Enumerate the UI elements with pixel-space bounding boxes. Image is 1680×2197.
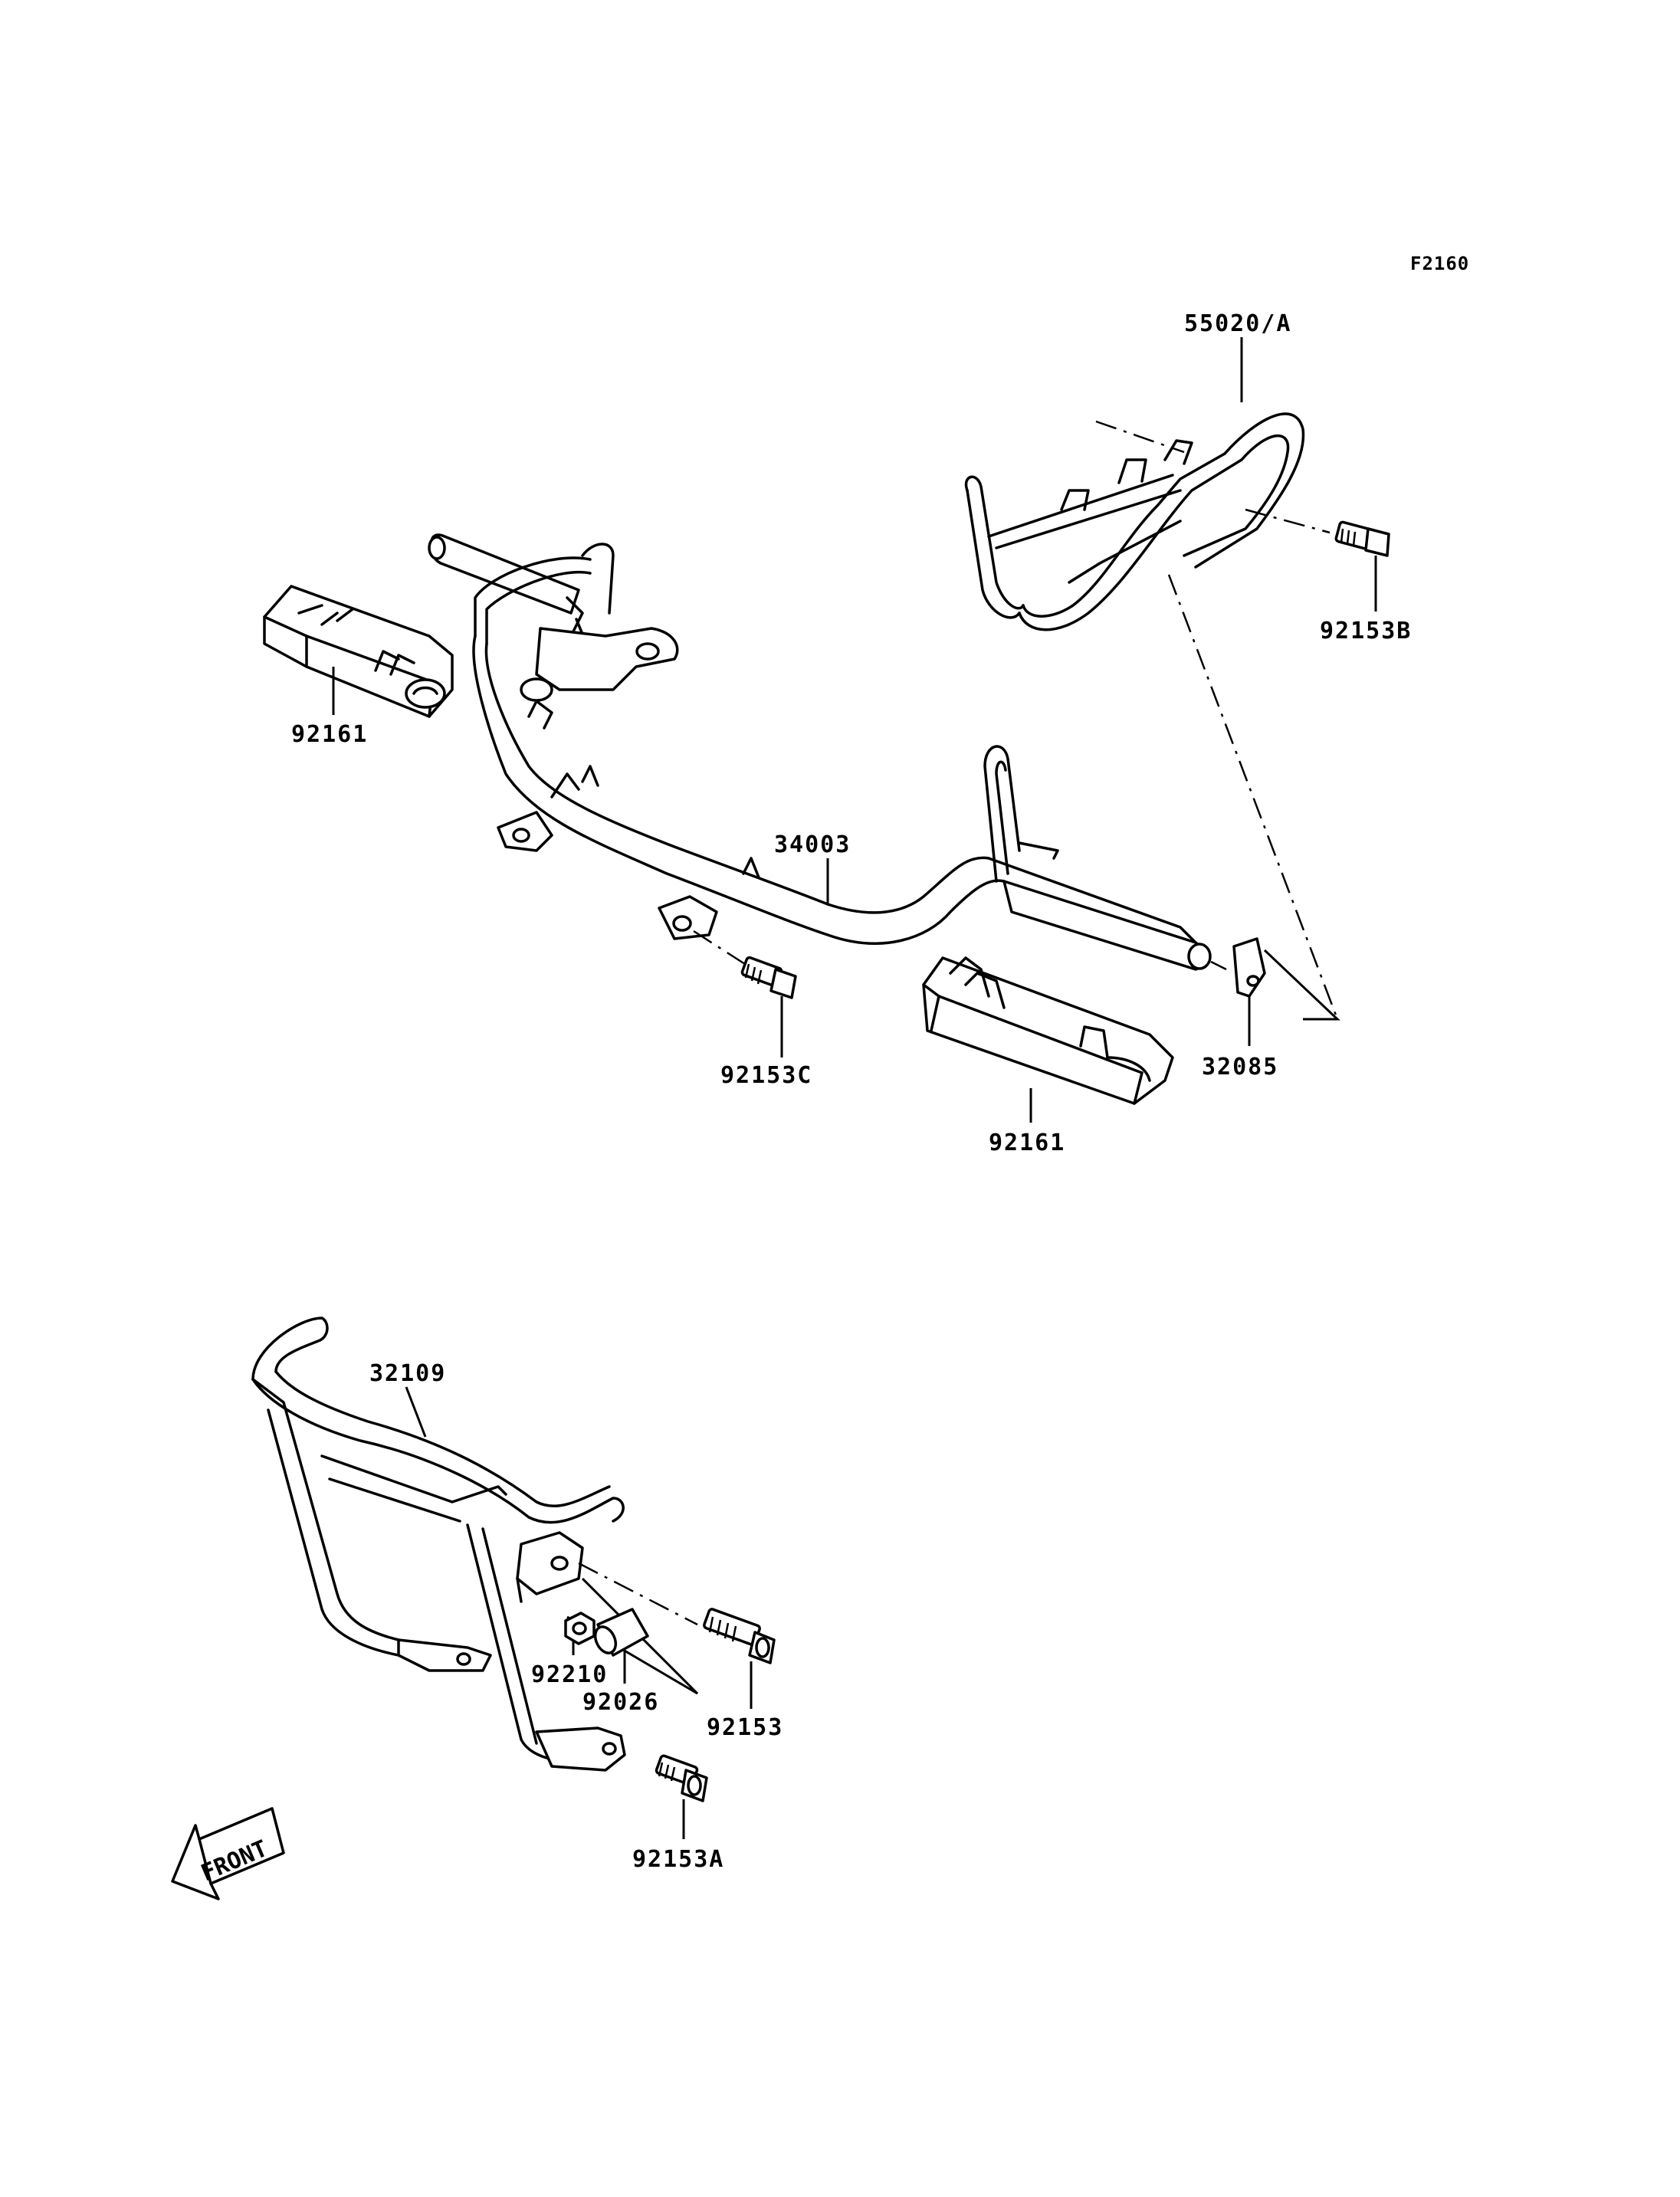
callout-32085: 32085	[1202, 1054, 1278, 1080]
callout-34003: 34003	[774, 831, 851, 858]
callout-92210: 92210	[531, 1661, 608, 1688]
callout-92153: 92153	[707, 1714, 783, 1741]
callout-55020A: 55020/A	[1184, 310, 1291, 337]
footrest-pad-left-92161	[263, 585, 454, 718]
bracket-32085	[1210, 937, 1266, 998]
footrest-pad-right-92161	[922, 956, 1174, 1105]
bolt-92153	[703, 1608, 776, 1664]
bolt-92153A	[655, 1754, 708, 1802]
callout-92161-right: 92161	[989, 1130, 1065, 1156]
leader-32109	[405, 1386, 427, 1438]
reference-line-92153	[578, 1562, 698, 1626]
rear-guard-55020A	[964, 412, 1305, 631]
figure-id: F2160	[1410, 253, 1469, 274]
callout-92153C: 92153C	[720, 1062, 812, 1089]
collar-92026	[593, 1608, 649, 1657]
bracket-triangle-32085	[1263, 949, 1340, 1021]
front-guard-32109	[251, 1317, 626, 1772]
callout-92153B: 92153B	[1320, 618, 1412, 644]
callout-92026: 92026	[582, 1689, 659, 1716]
bolt-92153C	[693, 930, 797, 999]
callout-92161-left: 92161	[291, 721, 368, 748]
callout-32109: 32109	[369, 1360, 446, 1387]
front-arrow-icon: FRONT	[171, 1807, 285, 1900]
bolt-92153B	[1245, 508, 1390, 557]
callout-92153A: 92153A	[632, 1846, 724, 1873]
footrest-frame-34003	[428, 533, 1212, 971]
nut-92210	[564, 1612, 596, 1645]
